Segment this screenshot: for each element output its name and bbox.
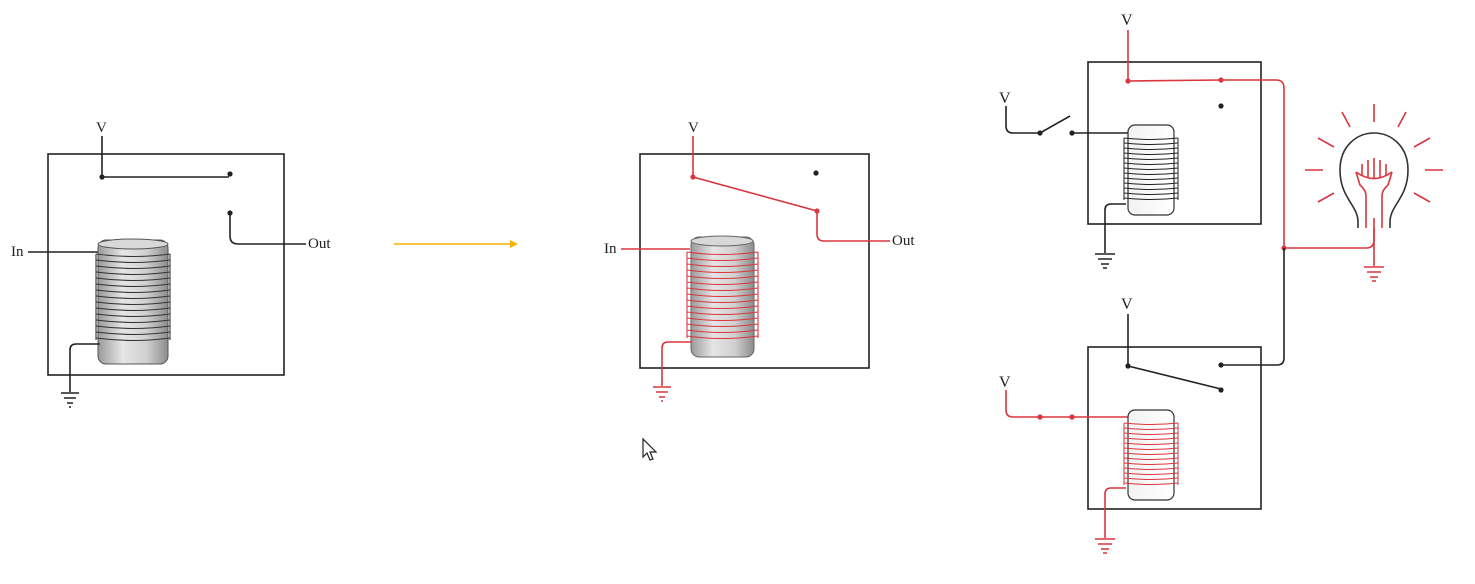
- mouse-pointer-icon: [642, 437, 658, 461]
- relay-top-coil: [1123, 137, 1179, 200]
- relay-inactive-coil: [95, 253, 171, 342]
- relay-active-v-label: V: [688, 120, 699, 136]
- relay-inactive: V Out In: [11, 120, 331, 408]
- relay-active-armature-pivot: [690, 174, 696, 180]
- bulb-feed-wire: [1284, 218, 1375, 249]
- relay-inactive-core: [97, 239, 169, 365]
- relay-top-v-wire: [1127, 30, 1285, 248]
- relay-active-in-label: In: [604, 241, 617, 257]
- relay-inactive-ground-wire: [69, 343, 100, 392]
- switch-icon: [1005, 106, 1128, 134]
- relay-top-ground-wire: [1104, 203, 1126, 253]
- relay-active-core-top: [690, 235, 754, 247]
- relay-top-contact-bottom: [1218, 103, 1224, 109]
- relay-inactive-out-wire: [229, 213, 306, 245]
- relay-inactive-out-label: Out: [308, 236, 331, 252]
- switch-pivot: [1037, 130, 1043, 136]
- relay-active-out-label: Out: [892, 233, 915, 249]
- relay-bottom-in-node-a: [1037, 414, 1043, 420]
- relay-top-circuit: V V: [999, 12, 1285, 269]
- relay-active-coil: [686, 251, 759, 340]
- relay-bottom-in-node-b: [1069, 414, 1075, 420]
- relay-bottom-contact-bottom: [1218, 387, 1224, 393]
- ground-icon: [1095, 538, 1115, 554]
- relay-active: V Out In: [604, 120, 915, 402]
- relay-bottom-coil: [1123, 422, 1179, 485]
- relay-link-wire: [1221, 248, 1285, 366]
- relay-active-v-wire: [692, 136, 890, 242]
- relay-bottom-v-wire: [1127, 314, 1222, 390]
- relay-inactive-v-wire: [101, 136, 229, 178]
- ground-icon: [61, 392, 79, 408]
- ground-icon: [1095, 253, 1115, 269]
- light-bulb-icon: [1305, 104, 1443, 282]
- relay-active-frame: [639, 153, 870, 369]
- relay-inactive-core-top: [97, 238, 169, 250]
- relay-bottom-in-v-label: V: [999, 374, 1011, 391]
- transition-arrow-head: [510, 240, 518, 248]
- relay-active-ground-wire: [661, 341, 692, 386]
- relay-top-frame: [1087, 61, 1262, 225]
- relay-top-contact-top: [1218, 77, 1224, 83]
- relay-top-v-label: V: [1121, 12, 1133, 29]
- relay-top-pivot: [1125, 78, 1131, 84]
- relay-inactive-in-label: In: [11, 244, 24, 260]
- relay-bottom-ground-wire: [1104, 487, 1126, 538]
- relay-bottom-pivot: [1125, 363, 1131, 369]
- relay-bottom-contact-top: [1218, 362, 1224, 368]
- switch-top-v-label: V: [999, 90, 1011, 107]
- relay-inactive-contact-top: [227, 171, 233, 177]
- relay-active-contact-top: [813, 170, 819, 176]
- relay-bottom-v-label: V: [1121, 296, 1133, 313]
- relay-inactive-v-label: V: [96, 120, 107, 136]
- relay-active-contact-bottom: [814, 208, 820, 214]
- relay-bottom-circuit: V V: [999, 296, 1262, 554]
- relay-bottom-frame: [1087, 346, 1262, 510]
- switch-contact: [1069, 130, 1075, 136]
- relay-inactive-armature-pivot: [99, 174, 105, 180]
- ground-icon: [653, 386, 671, 402]
- relay-bottom-in-wire: [1005, 390, 1128, 418]
- relay-inactive-frame: [47, 153, 285, 376]
